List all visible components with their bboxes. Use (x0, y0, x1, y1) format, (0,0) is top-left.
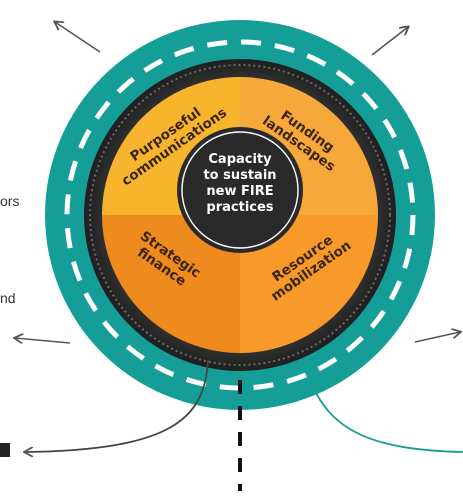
arrow-right (414, 332, 460, 343)
left-text-fragment-1: ors (0, 193, 20, 209)
quadrant-strategic-finance (102, 215, 240, 353)
curve-to-left-arrow (25, 359, 209, 452)
arrow-top-right (371, 27, 408, 56)
teal-curve-right (309, 379, 463, 453)
center-circle (177, 127, 303, 253)
road-texture-edge (89, 64, 391, 366)
left-text-fragment-2: nd (0, 290, 16, 306)
arrow-left (15, 338, 71, 344)
quadrant-resource-mobilization (240, 215, 378, 353)
road-dashes (64, 39, 416, 391)
center-circle-border (181, 131, 299, 249)
arrow-top-left (55, 22, 101, 53)
grid-icon (0, 443, 10, 457)
